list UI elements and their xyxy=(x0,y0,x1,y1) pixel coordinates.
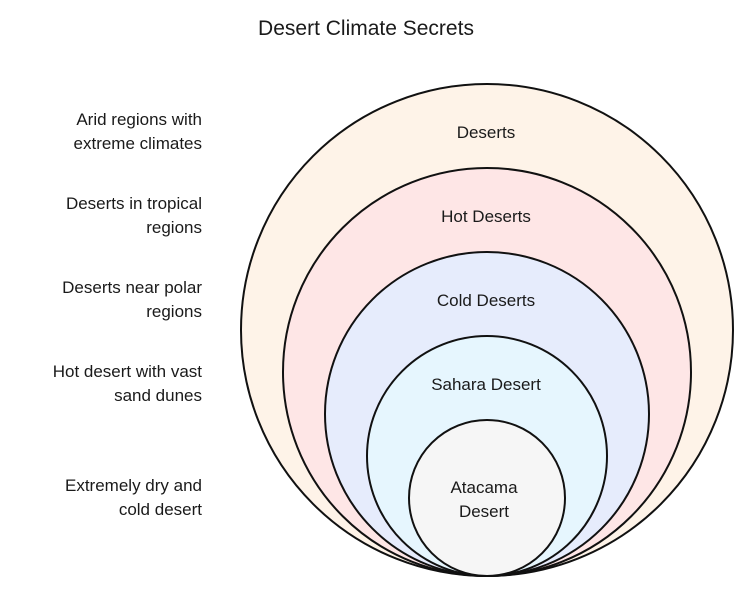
label-deserts: Deserts xyxy=(457,123,516,142)
label-cold-deserts: Cold Deserts xyxy=(437,291,535,310)
label-hot-deserts: Hot Deserts xyxy=(441,207,531,226)
diagram-title: Desert Climate Secrets xyxy=(258,17,474,40)
label-sahara-desert: Sahara Desert xyxy=(431,375,541,394)
circle-atacama-desert xyxy=(408,419,566,577)
